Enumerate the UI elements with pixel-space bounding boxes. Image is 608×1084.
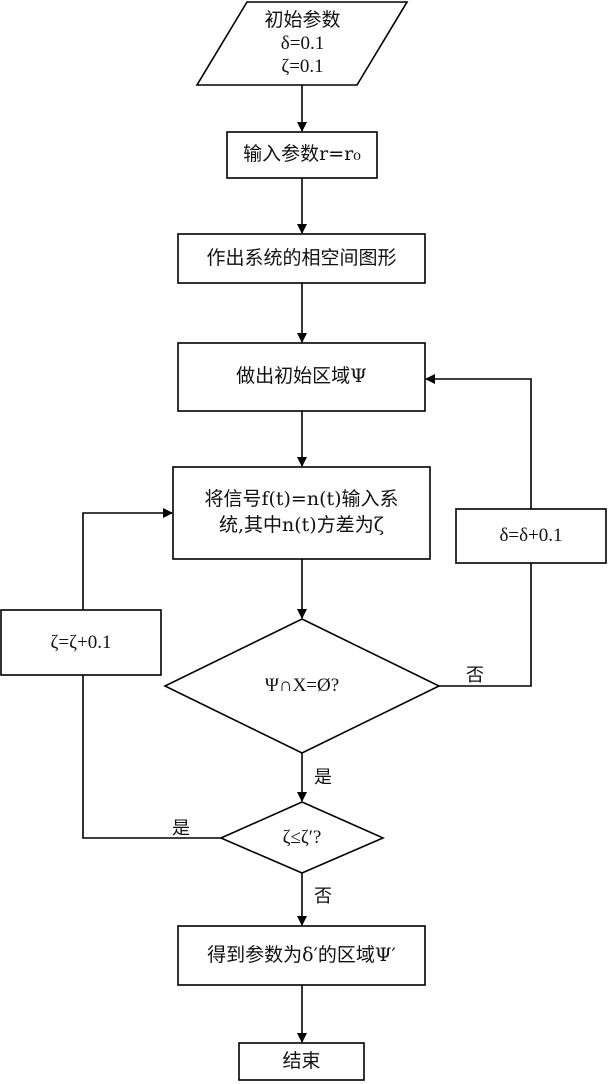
increment-zeta-node: ζ=ζ+0.1 bbox=[1, 610, 161, 675]
increment-zeta-label: ζ=ζ+0.1 bbox=[50, 631, 112, 653]
phase-space-node: 作出系统的相空间图形 bbox=[178, 234, 425, 283]
start-node: 初始参数 δ=0.1 ζ=0.1 bbox=[210, 2, 395, 85]
increment-delta-node: δ=δ+0.1 bbox=[456, 509, 606, 563]
end-node: 结束 bbox=[239, 1043, 364, 1080]
loop-delta-upper bbox=[425, 374, 532, 509]
phase-space-label: 作出系统的相空间图形 bbox=[206, 246, 397, 269]
initial-region-label: 做出初始区域Ψ bbox=[236, 365, 367, 388]
intersection-no-label: 否 bbox=[466, 665, 484, 686]
start-zeta: ζ=0.1 bbox=[281, 56, 324, 78]
start-delta: δ=0.1 bbox=[280, 32, 325, 54]
end-box bbox=[238, 1042, 365, 1081]
initial-region-node: 做出初始区域Ψ bbox=[178, 343, 425, 411]
intersection-decision-node: Ψ∩X=Ø? bbox=[165, 665, 439, 707]
input-signal-line2: 统,其中n(t)方差为ζ bbox=[218, 514, 385, 536]
loop-delta-lower bbox=[439, 563, 532, 687]
input-param-box bbox=[226, 131, 378, 179]
intersection-yes-label: 是 bbox=[314, 767, 332, 788]
intersection-decision-label: Ψ∩X=Ø? bbox=[264, 675, 340, 697]
input-signal-line1: 将信号f(t)=n(t)输入系 bbox=[204, 488, 399, 511]
input-signal-node: 将信号f(t)=n(t)输入系 统,其中n(t)方差为ζ bbox=[173, 467, 430, 559]
loop-zeta-upper bbox=[82, 508, 173, 610]
increment-delta-box bbox=[455, 508, 607, 564]
start-parallelogram bbox=[195, 1, 409, 86]
input-signal-box bbox=[172, 466, 431, 560]
increment-zeta-box bbox=[0, 609, 162, 676]
zeta-decision-label: ζ≤ζ′? bbox=[282, 827, 322, 849]
result-region-label: 得到参数为δ′的区域Ψ′ bbox=[207, 943, 396, 966]
increment-delta-label: δ=δ+0.1 bbox=[499, 525, 563, 547]
loop-zeta-lower bbox=[82, 675, 221, 839]
input-param-label: 输入参数r=r₀ bbox=[243, 143, 361, 166]
input-param-node: 输入参数r=r₀ bbox=[227, 132, 377, 178]
zeta-decision-node: ζ≤ζ′? bbox=[221, 820, 383, 856]
end-label: 结束 bbox=[282, 1049, 321, 1072]
zeta-no-label: 否 bbox=[314, 886, 332, 907]
zeta-yes-label: 是 bbox=[172, 818, 190, 839]
result-region-node: 得到参数为δ′的区域Ψ′ bbox=[178, 926, 425, 985]
start-title: 初始参数 bbox=[264, 8, 341, 31]
initial-region-box bbox=[177, 342, 426, 412]
